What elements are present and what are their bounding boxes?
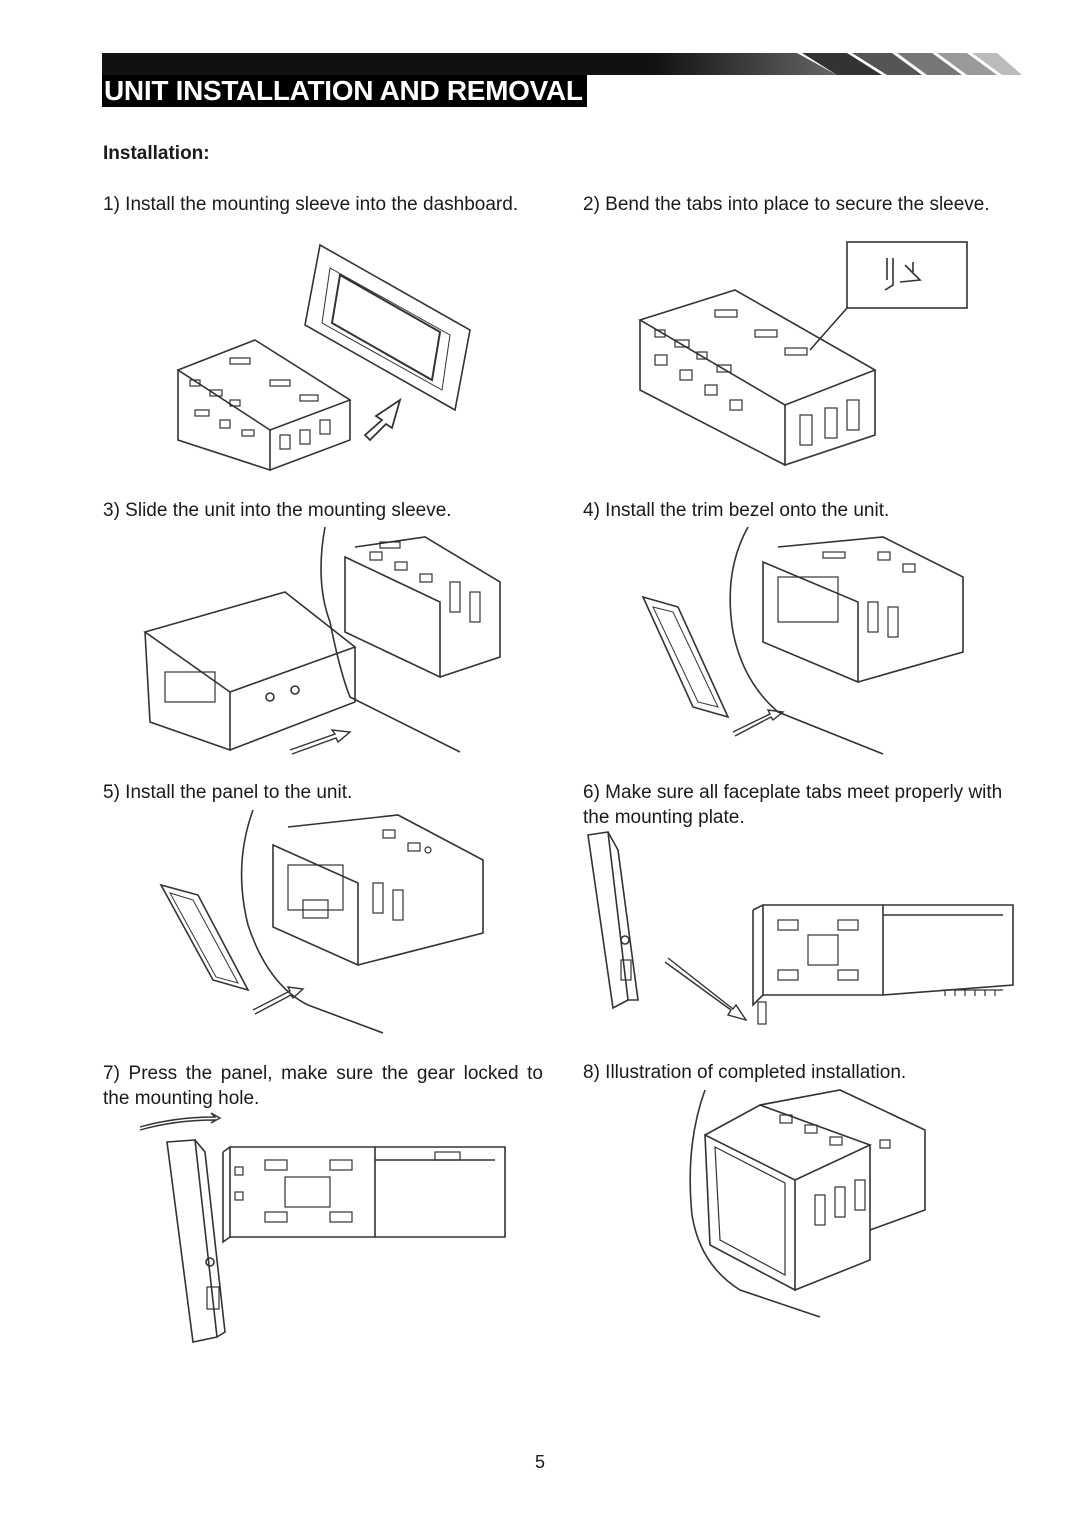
figure-completed-installation [680,1085,930,1320]
step-7-text: 7) Press the panel, make sure the gear l… [103,1063,543,1109]
step-4-text: 4) Install the trim bezel onto the unit. [583,500,890,521]
figure-install-panel [158,805,488,1037]
section-heading: Installation: [103,143,210,164]
figure-trim-bezel [638,522,968,757]
figure-press-panel [135,1112,515,1347]
figure-sleeve-into-dashboard [170,240,480,475]
figure-faceplate-tabs [583,830,1023,1035]
step-3-text: 3) Slide the unit into the mounting slee… [103,500,452,521]
step-2-text: 2) Bend the tabs into place to secure th… [583,194,990,215]
page-number: 5 [534,1452,545,1472]
step-8-text: 8) Illustration of completed installatio… [583,1062,907,1083]
step-5-text: 5) Install the panel to the unit. [103,782,353,803]
header-bar [102,53,1022,75]
page-title: UNIT INSTALLATION AND REMOVAL [102,75,587,107]
figure-slide-unit [140,522,505,757]
figure-bend-tabs [635,240,970,475]
step-1-text: 1) Install the mounting sleeve into the … [103,194,519,215]
step-6-text: 6) Make sure all faceplate tabs meet pro… [583,782,1003,828]
